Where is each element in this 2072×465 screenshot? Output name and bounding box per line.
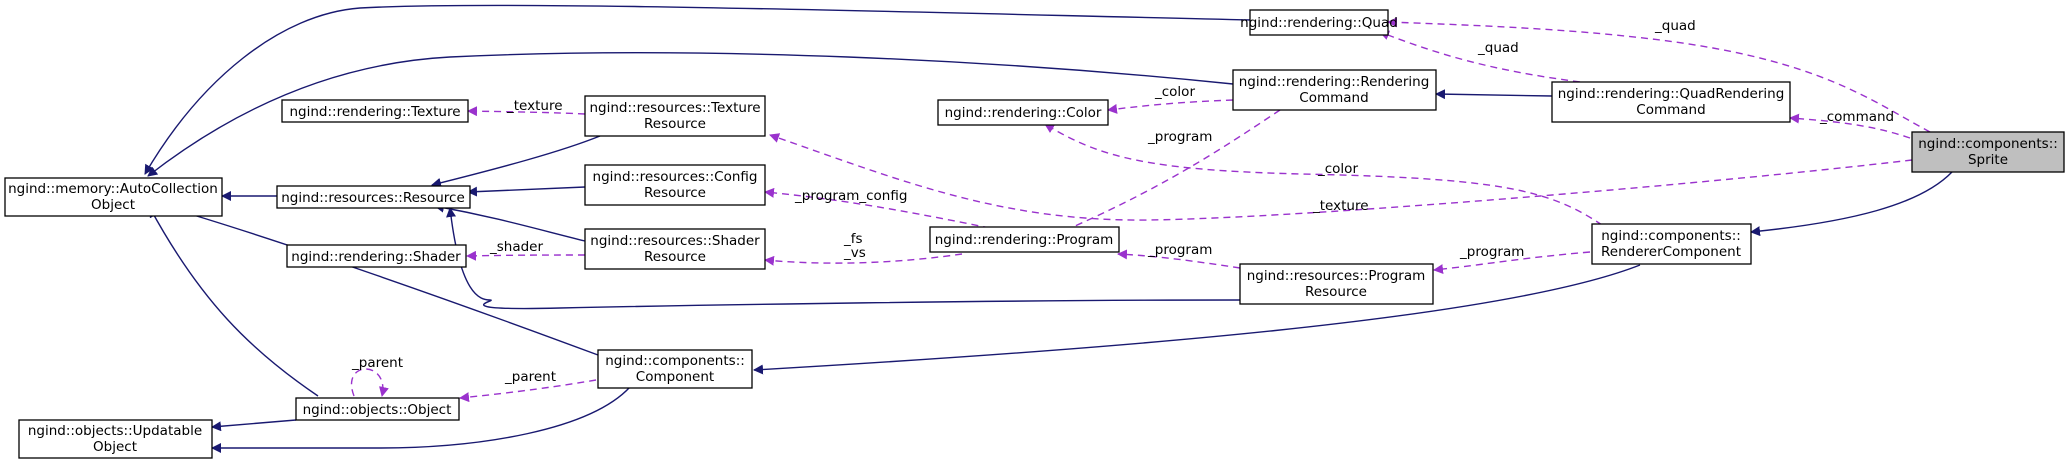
- node-updatable-line2: Object: [93, 439, 137, 455]
- node-qrc-line1: ngind::rendering::QuadRendering: [1558, 86, 1785, 102]
- node-program[interactable]: ngind::rendering::Program: [929, 226, 1120, 253]
- node-sprite[interactable]: ngind::components:: Sprite: [1911, 131, 2065, 173]
- node-autocollection-line2: Object: [91, 197, 135, 213]
- edge-config-resource-resource: [467, 186, 586, 197]
- edge-component-autocollection: [159, 202, 599, 356]
- edge-program-config: [764, 187, 991, 229]
- label-color-renderer: _color: [1317, 161, 1358, 177]
- node-component-line2: Component: [636, 369, 714, 385]
- node-autocollection-line1: ngind::memory::AutoCollection: [8, 181, 218, 197]
- node-renderer-component-line2: RendererComponent: [1601, 244, 1741, 260]
- node-updatable-object[interactable]: ngind::objects::Updatable Object: [18, 419, 213, 459]
- edge-sprite-quad: [1387, 17, 1931, 133]
- label-vs: _vs: [843, 245, 866, 261]
- node-shader-line1: ngind::rendering::Shader: [291, 249, 461, 265]
- label-program-config: _program_config: [794, 188, 907, 204]
- node-color-line1: ngind::rendering::Color: [945, 105, 1102, 121]
- node-texture[interactable]: ngind::rendering::Texture: [281, 99, 469, 123]
- node-shader-resource-line2: Resource: [644, 249, 706, 265]
- label-parent-component: _parent: [504, 369, 556, 385]
- node-rendering-command-line2: Command: [1299, 90, 1368, 106]
- label-shader: _shader: [489, 239, 543, 255]
- node-program-resource-line1: ngind::resources::Program: [1247, 268, 1426, 284]
- label-program-pr: _program: [1147, 242, 1212, 258]
- node-rendering-command[interactable]: ngind::rendering::Rendering Command: [1232, 69, 1437, 111]
- label-texture-sprite: _texture: [1312, 198, 1369, 214]
- edge-rendering-command-autocollection: [147, 52, 1234, 177]
- node-program-resource[interactable]: ngind::resources::Program Resource: [1239, 263, 1434, 305]
- node-sprite-line1: ngind::components::: [1918, 136, 2058, 152]
- node-quad[interactable]: ngind::rendering::Quad: [1240, 9, 1398, 36]
- node-resource[interactable]: ngind::resources::Resource: [276, 185, 471, 209]
- node-qrc-line2: Command: [1636, 102, 1705, 118]
- node-updatable-line1: ngind::objects::Updatable: [28, 423, 202, 439]
- edge-qrc-quad: [1379, 30, 1581, 83]
- inheritance-edges: [144, 4, 1953, 453]
- edge-qrc-rendering-command: [1435, 89, 1553, 100]
- node-component[interactable]: ngind::components:: Component: [597, 349, 753, 389]
- label-color-rc: _color: [1154, 84, 1195, 100]
- node-program-resource-line2: Resource: [1305, 284, 1367, 300]
- edge-program-resource-resource: [446, 207, 1241, 310]
- node-shader-resource-line1: ngind::resources::Shader: [590, 233, 760, 249]
- nodes: ngind::memory::AutoCollection Object ngi…: [4, 9, 2065, 459]
- edge-quad-autocollection: [144, 4, 1254, 175]
- node-resource-line1: ngind::resources::Resource: [281, 190, 465, 206]
- node-object-line1: ngind::objects::Object: [303, 402, 452, 418]
- edge-labels: _quad _quad _command _color _color _text…: [351, 18, 1894, 385]
- node-config-resource-line2: Resource: [644, 185, 706, 201]
- label-program-renderer: _program: [1459, 244, 1524, 260]
- edge-texture-resource-resource: [431, 135, 601, 188]
- edge-renderer-component: [753, 264, 1641, 375]
- node-object[interactable]: ngind::objects::Object: [295, 397, 460, 421]
- edge-object-updatable: [211, 419, 297, 432]
- label-fs: _fs: [843, 231, 863, 247]
- edge-sprite-renderer: [1750, 171, 1953, 237]
- node-color[interactable]: ngind::rendering::Color: [937, 99, 1109, 126]
- node-sprite-line2: Sprite: [1968, 152, 2008, 168]
- node-renderer-component[interactable]: ngind::components:: RendererComponent: [1591, 223, 1752, 265]
- edge-shader-resource-resource: [434, 202, 586, 242]
- node-texture-resource-line1: ngind::resources::Texture: [589, 100, 760, 116]
- edge-sprite-texture-resource: [769, 133, 1913, 221]
- node-texture-line1: ngind::rendering::Texture: [289, 104, 460, 120]
- node-texture-resource[interactable]: ngind::resources::Texture Resource: [584, 95, 766, 137]
- edge-component-updatable: [211, 386, 631, 453]
- edge-pr-program: [1117, 249, 1241, 269]
- edge-sprite-qrc: [1789, 113, 1911, 139]
- node-program-line1: ngind::rendering::Program: [935, 232, 1114, 248]
- node-config-resource-line1: ngind::resources::Config: [593, 169, 758, 185]
- edge-program-shader-resource: [764, 253, 963, 266]
- edge-object-self: [351, 368, 389, 397]
- node-quad-rendering-command[interactable]: ngind::rendering::QuadRendering Command: [1551, 81, 1791, 123]
- edge-component-object: [459, 379, 597, 403]
- edge-texture-texture: [467, 106, 586, 117]
- label-quad-qrc: _quad: [1477, 40, 1519, 56]
- label-parent-self: _parent: [351, 355, 403, 371]
- label-program-rc: _program: [1147, 129, 1212, 145]
- edge-object-autocollection: [149, 207, 319, 397]
- edge-renderer-pr: [1433, 251, 1591, 275]
- edge-shader-resource-shader: [466, 250, 586, 261]
- member-edges: [351, 17, 1931, 403]
- node-component-line1: ngind::components::: [605, 353, 745, 369]
- node-autocollection-object[interactable]: ngind::memory::AutoCollection Object: [4, 177, 223, 217]
- node-shader[interactable]: ngind::rendering::Shader: [286, 244, 467, 268]
- node-shader-resource[interactable]: ngind::resources::Shader Resource: [584, 228, 766, 270]
- node-renderer-component-line1: ngind::components::: [1601, 228, 1741, 244]
- label-texture: _texture: [506, 98, 563, 114]
- node-quad-line1: ngind::rendering::Quad: [1240, 15, 1398, 31]
- label-quad-sprite: _quad: [1654, 18, 1696, 34]
- label-command: _command: [1819, 109, 1894, 125]
- node-texture-resource-line2: Resource: [644, 116, 706, 132]
- node-rendering-command-line1: ngind::rendering::Rendering: [1239, 74, 1430, 90]
- edge-rc-program: [1051, 109, 1281, 238]
- node-config-resource[interactable]: ngind::resources::Config Resource: [584, 164, 766, 206]
- edge-rc-color: [1107, 99, 1234, 114]
